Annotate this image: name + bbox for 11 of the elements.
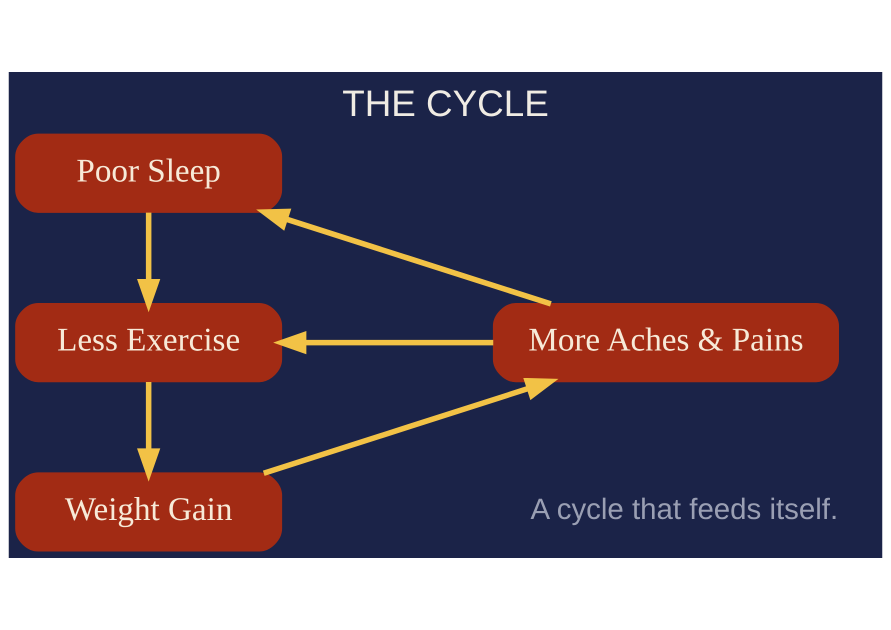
- arrow: [273, 330, 494, 354]
- label: A cycle that feeds itself.: [530, 492, 838, 526]
- node-box: Less Exercise: [15, 303, 282, 382]
- node-box: Weight Gain: [15, 472, 282, 552]
- arrow: [137, 382, 160, 482]
- node-box: More Aches & Pains: [492, 303, 839, 382]
- arrow: [137, 212, 160, 312]
- diagram-title: THE CYCLE: [342, 83, 549, 124]
- arrow: [256, 208, 552, 307]
- node-box: Poor Sleep: [15, 134, 282, 213]
- arrow: [262, 378, 558, 476]
